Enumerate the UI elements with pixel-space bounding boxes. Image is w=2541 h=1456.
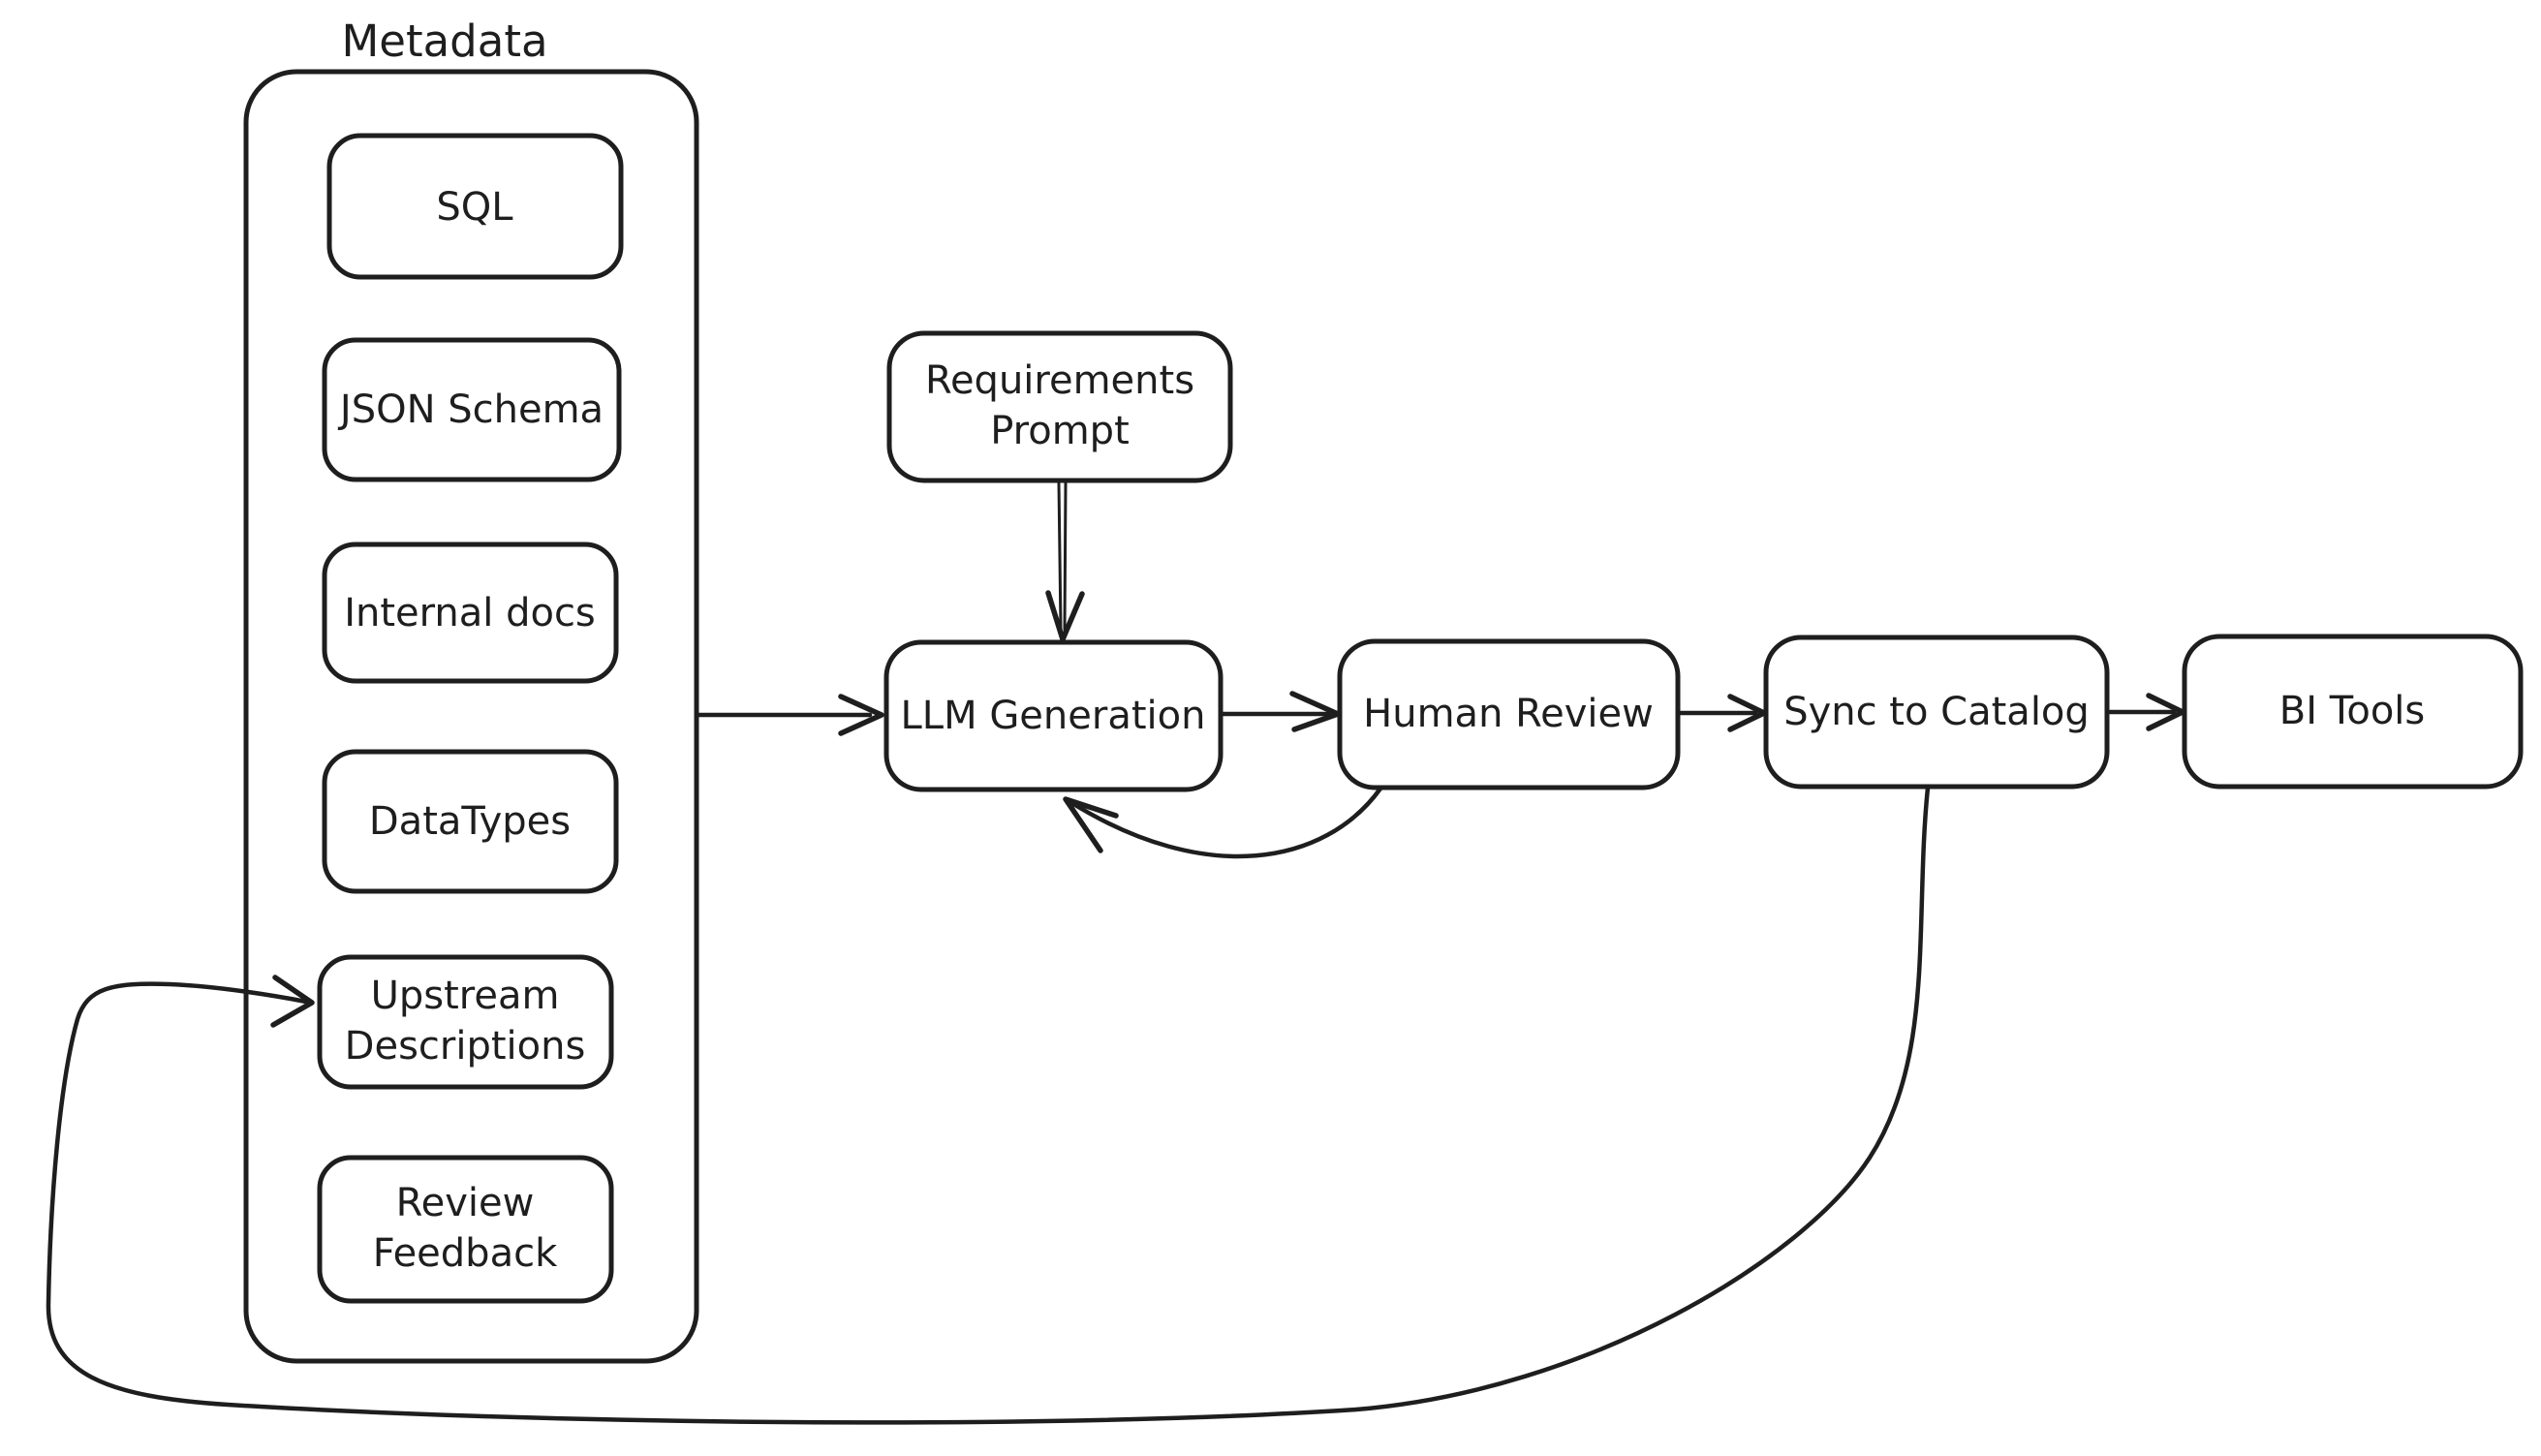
node-llm-generation: LLM Generation (883, 639, 1224, 792)
edge-sync-feedback-to-upstream (46, 785, 1931, 1425)
node-bi-tools: BI Tools (2182, 634, 2524, 790)
node-sync-to-catalog-label: Sync to Catalog (1783, 690, 2090, 734)
node-upstream-descriptions: Upstream Descriptions (317, 954, 614, 1090)
node-sql-box (326, 133, 624, 280)
node-json-schema: JSON Schema (322, 337, 622, 482)
edge-sync-feedback-to-upstream-arrowhead (270, 975, 315, 1028)
edge-metadata-to-llm (696, 694, 884, 736)
node-review-feedback: Review Feedback (317, 1155, 614, 1304)
edge-requirements-to-llm (1045, 481, 1085, 642)
edge-requirements-to-llm-line-a (1057, 481, 1063, 632)
metadata-group-container (243, 69, 699, 1364)
node-datatypes: DataTypes (322, 749, 619, 894)
metadata-group-title: Metadata (341, 15, 547, 67)
edge-human-feedback-to-llm-line (1068, 786, 1383, 859)
node-upstream-descriptions-label-line1: Upstream (371, 974, 560, 1018)
node-internal-docs-label: Internal docs (344, 591, 596, 635)
node-sql: SQL (326, 133, 624, 280)
node-sql-label: SQL (436, 185, 513, 230)
node-upstream-descriptions-label-line2: Descriptions (345, 1024, 586, 1069)
edge-requirements-to-llm-arrowhead (1045, 590, 1085, 642)
node-internal-docs-box (322, 542, 619, 684)
node-review-feedback-box (317, 1155, 614, 1304)
node-human-review-label: Human Review (1363, 692, 1654, 736)
edge-sync-to-bi (2106, 693, 2185, 731)
edge-human-feedback-to-llm (1063, 786, 1383, 859)
edge-sync-feedback-to-upstream-line (46, 785, 1931, 1425)
edge-llm-to-human (1220, 691, 1341, 732)
edge-llm-to-human-arrowhead (1289, 691, 1341, 732)
node-requirements-prompt-label-line1: Requirements (925, 358, 1194, 403)
node-sync-to-catalog: Sync to Catalog (1763, 635, 2110, 790)
node-review-feedback-label-line1: Review (396, 1181, 535, 1225)
edge-requirements-to-llm-line-b (1063, 481, 1068, 632)
node-datatypes-box (322, 749, 619, 894)
node-datatypes-label: DataTypes (369, 799, 571, 844)
node-internal-docs: Internal docs (322, 542, 619, 684)
node-requirements-prompt-box (886, 330, 1233, 483)
node-review-feedback-label-line2: Feedback (373, 1231, 558, 1276)
node-json-schema-box (322, 337, 622, 482)
node-upstream-descriptions-box (317, 954, 614, 1090)
edge-human-feedback-to-llm-arrowhead (1063, 796, 1119, 853)
node-llm-generation-box (883, 639, 1224, 792)
edge-metadata-to-llm-arrowhead (838, 694, 884, 736)
edge-human-to-sync-arrowhead (1727, 694, 1767, 732)
edge-human-to-sync (1677, 694, 1767, 732)
node-requirements-prompt: Requirements Prompt (886, 330, 1233, 483)
node-human-review: Human Review (1337, 638, 1681, 790)
node-llm-generation-label: LLM Generation (901, 694, 1206, 738)
node-json-schema-label: JSON Schema (337, 387, 604, 432)
node-bi-tools-label: BI Tools (2279, 689, 2426, 733)
node-requirements-prompt-label-line2: Prompt (990, 409, 1130, 453)
edge-sync-to-bi-arrowhead (2146, 693, 2185, 731)
